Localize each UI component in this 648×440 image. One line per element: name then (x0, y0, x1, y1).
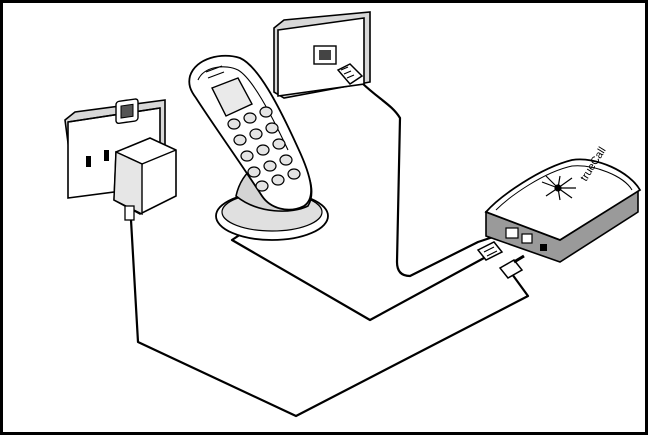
truecall-phone-port (522, 234, 532, 243)
telephone-wall-socket (274, 12, 370, 98)
truecall-power-port (540, 244, 547, 251)
truecall-line-port (506, 228, 518, 238)
